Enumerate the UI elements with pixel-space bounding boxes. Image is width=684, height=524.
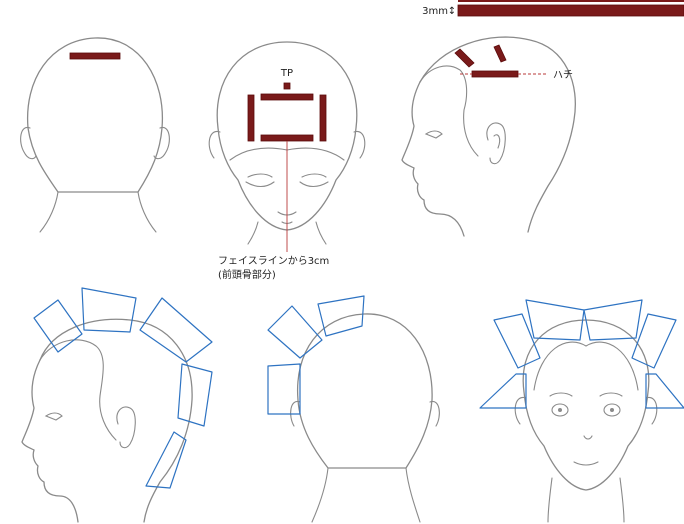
- parting-right: [319, 94, 327, 142]
- section-block-5: [145, 431, 187, 489]
- ear-right: [429, 400, 440, 427]
- hachi-label: ハチ: [553, 69, 573, 81]
- section-block-4: [177, 363, 213, 427]
- section-block-1: [317, 295, 365, 337]
- tp-label: TP: [280, 68, 293, 79]
- head-side-view-bottom: [21, 287, 213, 523]
- neck-left: [247, 221, 259, 245]
- section-block-4: [631, 313, 677, 369]
- pupil-left: [558, 408, 562, 412]
- section-block-2: [583, 299, 643, 341]
- tp-marker: [283, 82, 291, 90]
- head-front-outline: [522, 319, 650, 491]
- head-front-outline: [216, 41, 358, 231]
- eye-left: [245, 181, 275, 188]
- section-block-3: [267, 363, 301, 415]
- section-block-1: [33, 299, 83, 353]
- ear-side: [116, 406, 136, 449]
- eye-right-lid: [301, 173, 327, 178]
- parting-line-crown: [69, 52, 121, 60]
- section-block-5: [479, 373, 527, 409]
- head-back-outline: [26, 37, 164, 193]
- face-profile: [21, 359, 79, 523]
- head-back-outline: [296, 313, 433, 469]
- eye-right: [603, 403, 621, 417]
- neck-right: [137, 191, 157, 233]
- neck-right: [405, 467, 421, 523]
- head-side-outline: [419, 36, 576, 233]
- scale-bar: [457, 4, 684, 17]
- nose: [583, 435, 593, 440]
- section-block-2: [81, 287, 137, 333]
- ear-inner: [493, 134, 501, 149]
- section-block-6: [645, 373, 684, 409]
- parting-left: [247, 94, 255, 142]
- face-note-line1: フェイスラインから3cm: [218, 255, 329, 267]
- eye-left-lid: [247, 173, 273, 178]
- neck-left: [39, 191, 59, 233]
- brow-left: [549, 392, 573, 397]
- eye-left: [551, 403, 569, 417]
- parting-top: [260, 93, 314, 101]
- face-profile: [401, 81, 465, 237]
- parting-diagonal-crown: [493, 44, 507, 63]
- eye-side: [424, 130, 443, 139]
- face-note-line2: (前頭骨部分): [218, 268, 276, 281]
- hairline-front: [533, 341, 639, 391]
- scale-legend: 3mm ↕: [422, 0, 684, 17]
- ear-left: [208, 131, 221, 159]
- head-front-view-bottom: [479, 299, 684, 523]
- parting-bottom: [260, 134, 314, 142]
- hairline-side: [39, 339, 117, 441]
- eye-right: [299, 181, 329, 188]
- mouth: [573, 461, 599, 466]
- ear-right: [153, 126, 170, 160]
- scale-bar-top: [458, 0, 684, 2]
- head-back-view-top: [20, 37, 170, 233]
- ear-left: [290, 400, 301, 427]
- section-blocks: [267, 295, 365, 415]
- head-front-view-top: TP フェイスラインから3cm (前頭骨部分): [208, 41, 366, 281]
- brow-right: [599, 392, 623, 397]
- ear-side: [486, 122, 506, 165]
- ear-right: [645, 397, 658, 425]
- ear-left: [20, 126, 37, 160]
- section-block-3: [139, 297, 213, 363]
- parting-hachi: [471, 70, 519, 78]
- neck-left: [311, 467, 329, 523]
- section-block-2: [267, 305, 323, 359]
- pupil-right: [610, 408, 614, 412]
- neck-right: [315, 221, 327, 245]
- neck-left: [547, 477, 553, 523]
- section-blocks: [479, 299, 684, 409]
- ear-right: [353, 131, 366, 159]
- section-block-3: [493, 313, 541, 369]
- ear-left: [514, 397, 527, 425]
- parting-diagonal-front: [454, 48, 475, 68]
- head-side-view-top: ハチ: [401, 36, 576, 237]
- section-block-1: [525, 299, 585, 341]
- section-blocks: [33, 287, 213, 489]
- hairline-side: [419, 65, 479, 157]
- neck-right: [619, 477, 625, 523]
- up-down-arrow-icon: ↕: [448, 6, 456, 17]
- head-side-outline: [39, 318, 193, 523]
- scale-size-label: 3mm: [422, 6, 448, 17]
- eye-side: [44, 412, 63, 421]
- head-back-view-bottom: [267, 295, 440, 523]
